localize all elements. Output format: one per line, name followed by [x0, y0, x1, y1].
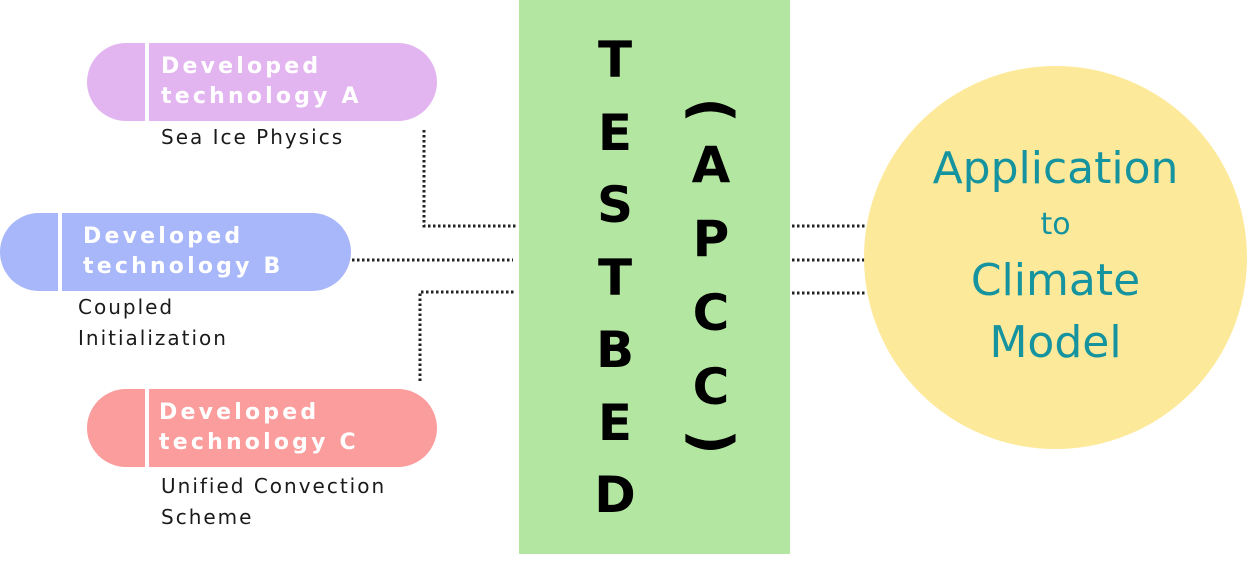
close-paren: ) [679, 429, 744, 455]
testbed-letter: T [597, 248, 633, 307]
testbed-label: T E S T B E D [594, 23, 636, 531]
climate-model-label: Application to Climate Model [864, 138, 1247, 374]
climate-line-to: to [1040, 207, 1071, 242]
open-paren: ( [679, 97, 744, 123]
testbed-letter: S [597, 176, 634, 234]
climate-line-climate: Climate [970, 255, 1141, 306]
technology-b-description: Coupled Initialization [78, 295, 228, 350]
testbed-letter: D [594, 466, 636, 524]
testbed-letter: E [597, 103, 633, 162]
technology-b-title: Developed technology B [83, 224, 284, 279]
testbed-box: T E S T B E D ( A P C C ) [519, 0, 790, 554]
testbed-letter: T [597, 31, 633, 89]
apcc-letter: C [692, 358, 730, 416]
apcc-letter: C [692, 284, 730, 342]
testbed-letter: E [597, 393, 633, 452]
climate-line-model: Model [989, 317, 1122, 368]
apcc-letter: P [692, 210, 730, 268]
connector-a [422, 130, 518, 228]
pill-divider [145, 389, 149, 467]
pill-divider [145, 43, 149, 121]
climate-line-application: Application [932, 143, 1179, 194]
apcc-letter: A [691, 136, 731, 194]
climate-model-circle: Application to Climate Model [864, 66, 1247, 449]
technology-a-title: Developed technology A [161, 54, 362, 109]
connector-c [418, 290, 516, 381]
technology-c-pill: Developed technology C [87, 389, 437, 467]
technology-b-pill: Developed technology B [0, 213, 351, 291]
apcc-label: ( A P C C ) [679, 92, 744, 460]
testbed-letter: B [595, 321, 635, 379]
technology-c-description: Unified Convection Scheme [161, 474, 387, 529]
pill-divider [58, 213, 62, 291]
technology-a-description: Sea Ice Physics [161, 125, 345, 149]
technology-c-title: Developed technology C [159, 400, 359, 455]
technology-a-pill: Developed technology A [87, 43, 437, 121]
